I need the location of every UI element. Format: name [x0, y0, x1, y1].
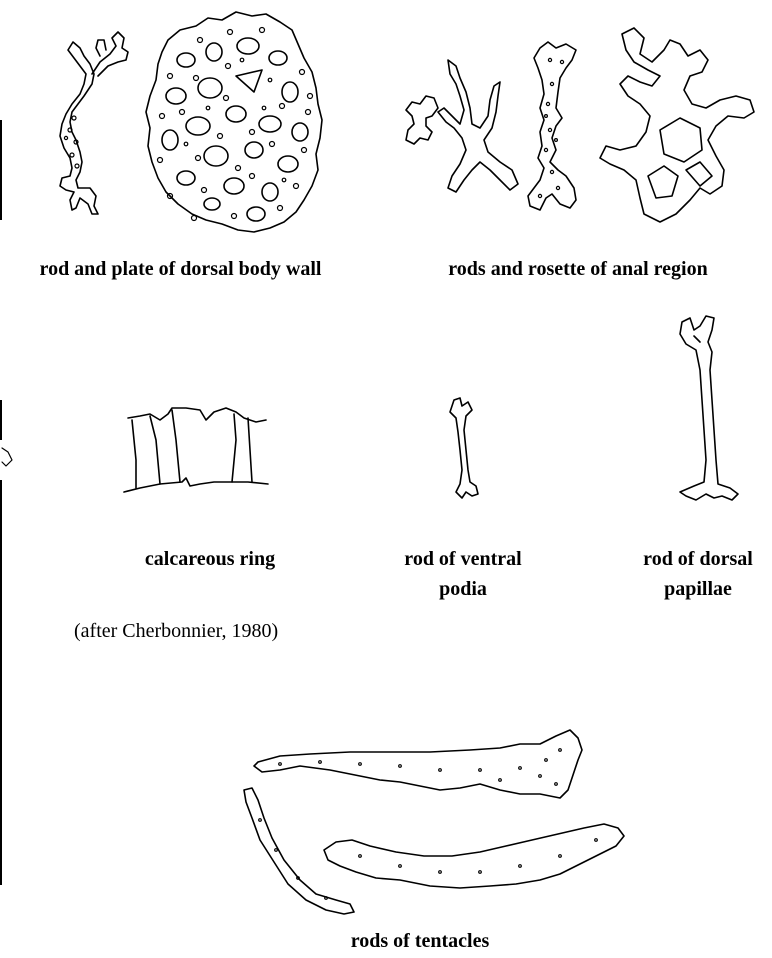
- caption-dorsal-papillae-line1: rod of dorsal: [628, 544, 768, 574]
- anal-region-large-rosette: [600, 28, 754, 222]
- caption-anal-region: rods and rosette of anal region: [408, 254, 748, 284]
- caption-dorsal-body-wall: rod and plate of dorsal body wall: [8, 254, 353, 284]
- caption-tentacles: rods of tentacles: [320, 926, 520, 956]
- dorsal-body-wall-rod: [60, 32, 128, 214]
- caption-ventral-podia-line2: podia: [388, 574, 538, 604]
- caption-ventral-podia-line1: rod of ventral: [388, 544, 538, 574]
- figure-credit: (after Cherbonnier, 1980): [74, 620, 278, 643]
- tentacle-rods-drawing: [244, 730, 624, 914]
- ventral-podia-rod-drawing: [450, 398, 478, 498]
- dorsal-body-wall-plate: [146, 12, 322, 232]
- dorsal-papillae-rod-drawing: [680, 316, 738, 500]
- caption-calcareous-ring: calcareous ring: [140, 544, 280, 574]
- anal-region-spiny-rod: [528, 42, 576, 210]
- caption-dorsal-papillae-line2: papillae: [628, 574, 768, 604]
- calcareous-ring-drawing: [124, 408, 268, 492]
- anal-region-branched-rod: [438, 60, 518, 192]
- anal-region-small-rosette: [406, 96, 438, 144]
- edge-mark: [2, 448, 12, 466]
